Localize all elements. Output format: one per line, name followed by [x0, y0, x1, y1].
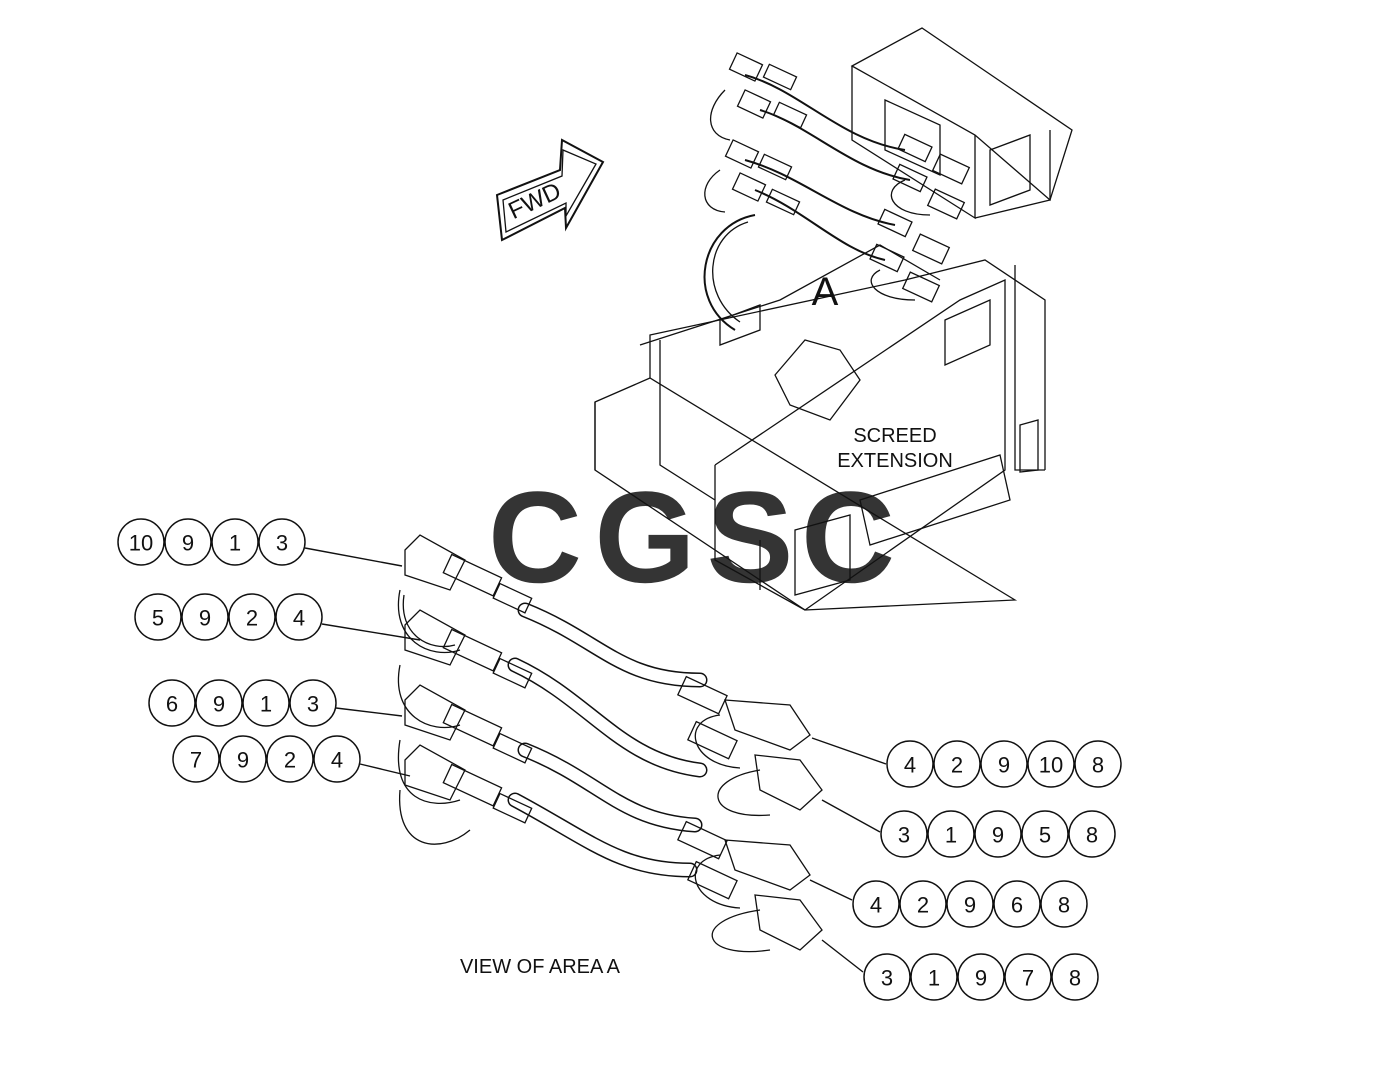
- callout-bubble: [258, 518, 306, 566]
- callout-number: 1: [229, 531, 241, 556]
- callout-number: 10: [1039, 753, 1063, 778]
- callout-number: 2: [284, 748, 296, 773]
- callout-bubble: [886, 740, 934, 788]
- callout-bubble: [211, 518, 259, 566]
- callout-bubble: [974, 810, 1022, 858]
- area-a-label: A: [812, 270, 839, 314]
- area-a-detail-drawing: [397, 534, 823, 953]
- callout-number: 8: [1058, 893, 1070, 918]
- callout-bubble: [313, 735, 361, 783]
- callout-bubble: [880, 810, 928, 858]
- callout-bubble: [910, 953, 958, 1001]
- callout-number: 3: [898, 823, 910, 848]
- callout-number: 9: [237, 748, 249, 773]
- callout-number: 9: [992, 823, 1004, 848]
- callouts: 10 9 1 3 5 9 2 4 6 9 1 3 7 9 2 4 4 2 9 10 8 3 1 9 5 8 4 2 9 6 8 3 1 9 7 8: [117, 518, 1122, 1001]
- callout-leader-line: [809, 879, 853, 901]
- callout-bubble: [852, 880, 900, 928]
- callout-number: 8: [1086, 823, 1098, 848]
- callout-bubble: [172, 735, 220, 783]
- watermark-letter: C: [488, 464, 582, 610]
- callout-number: 8: [1092, 753, 1104, 778]
- view-label: VIEW OF AREA A: [460, 956, 621, 978]
- callout-bubble: [1004, 953, 1052, 1001]
- callout-number: 2: [246, 606, 258, 631]
- watermark-letter: S: [707, 464, 794, 610]
- callout-number: 3: [307, 692, 319, 717]
- callout-number: 10: [129, 531, 153, 556]
- screed-extension-drawing: [594, 27, 1073, 611]
- callout-bubble: [1027, 740, 1075, 788]
- callout-number: 9: [213, 692, 225, 717]
- callout-bubble: [266, 735, 314, 783]
- callout-bubble: [993, 880, 1041, 928]
- callout-number: 6: [1011, 893, 1023, 918]
- callout-number: 2: [917, 893, 929, 918]
- screed-label-line1: SCREED: [853, 425, 936, 447]
- forward-arrow-icon: FWD: [495, 138, 605, 242]
- callout-bubble: [134, 593, 182, 641]
- callout-bubble: [1074, 740, 1122, 788]
- callout-number: 5: [152, 606, 164, 631]
- watermark-letter: C: [801, 464, 895, 610]
- callout-number: 3: [276, 531, 288, 556]
- callout-bubble: [899, 880, 947, 928]
- callout-number: 3: [881, 966, 893, 991]
- callout-bubble: [275, 593, 323, 641]
- callout-bubble: [933, 740, 981, 788]
- callout-leader-line: [335, 707, 403, 717]
- callout-number: 2: [951, 753, 963, 778]
- callout-leader-line: [821, 939, 864, 973]
- callout-bubble: [1021, 810, 1069, 858]
- callout-bubble: [957, 953, 1005, 1001]
- callout-number: 4: [870, 893, 882, 918]
- callout-bubble: [195, 679, 243, 727]
- callout-leader-line: [321, 623, 421, 641]
- callout-bubble: [1051, 953, 1099, 1001]
- callout-leader-line: [304, 547, 403, 567]
- callout-number: 4: [331, 748, 343, 773]
- callout-bubble: [181, 593, 229, 641]
- callout-number: 1: [260, 692, 272, 717]
- callout-bubble: [219, 735, 267, 783]
- callout-bubble: [164, 518, 212, 566]
- callout-bubble: [1040, 880, 1088, 928]
- callout-bubble: [946, 880, 994, 928]
- callout-number: 1: [945, 823, 957, 848]
- callout-bubble: [117, 518, 165, 566]
- callout-bubble: [980, 740, 1028, 788]
- callout-number: 9: [199, 606, 211, 631]
- callout-number: 4: [293, 606, 305, 631]
- callout-number: 6: [166, 692, 178, 717]
- callout-number: 9: [975, 966, 987, 991]
- callout-leader-line: [811, 737, 887, 765]
- callout-bubble: [228, 593, 276, 641]
- watermark-letter: G: [594, 464, 695, 610]
- callout-number: 9: [182, 531, 194, 556]
- callout-leader-line: [359, 763, 411, 777]
- callout-bubble: [1068, 810, 1116, 858]
- callout-number: 8: [1069, 966, 1081, 991]
- callout-bubble: [148, 679, 196, 727]
- callout-number: 5: [1039, 823, 1051, 848]
- callout-bubble: [289, 679, 337, 727]
- callout-bubble: [242, 679, 290, 727]
- callout-number: 9: [964, 893, 976, 918]
- callout-number: 1: [928, 966, 940, 991]
- callout-bubble: [927, 810, 975, 858]
- callout-bubble: [863, 953, 911, 1001]
- callout-number: 7: [190, 748, 202, 773]
- callout-number: 7: [1022, 966, 1034, 991]
- callout-number: 4: [904, 753, 916, 778]
- screed-label-line2: EXTENSION: [837, 450, 953, 472]
- callout-leader-line: [821, 799, 881, 833]
- callout-number: 9: [998, 753, 1010, 778]
